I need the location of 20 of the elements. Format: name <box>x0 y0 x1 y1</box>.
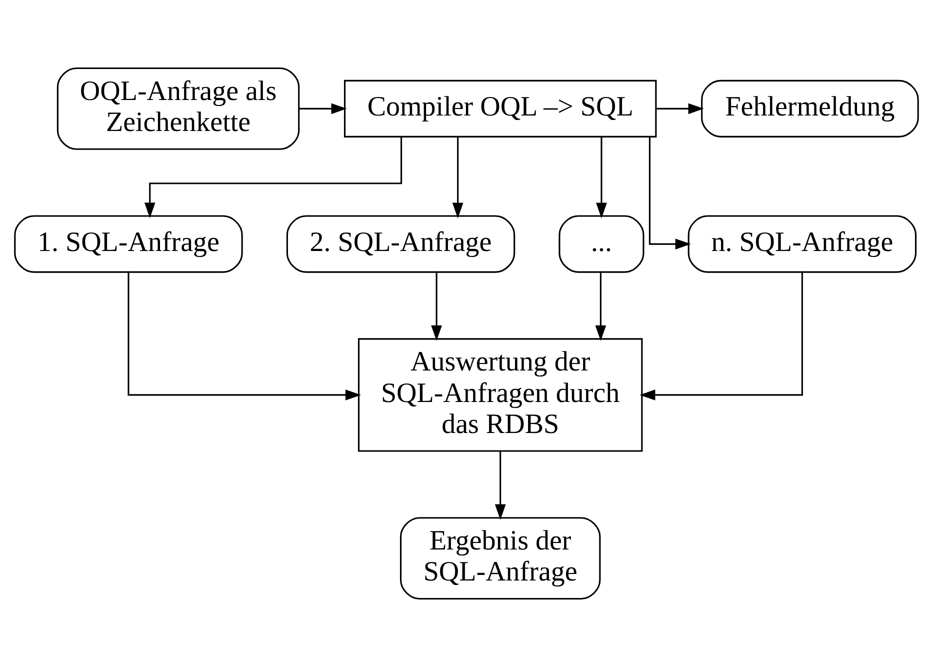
node-box: OQL-Anfrage als Zeichenkette <box>56 67 300 150</box>
node-box: Ergebnis der SQL-Anfrage <box>400 517 601 600</box>
arrow <box>299 103 347 114</box>
node-box: Compiler OQL –> SQL <box>344 80 657 138</box>
node-box: 1. SQL-Anfrage <box>14 215 243 273</box>
node-box: 2. SQL-Anfrage <box>286 215 516 273</box>
arrow <box>596 136 607 218</box>
arrow <box>595 272 606 341</box>
node-box: ... <box>558 215 644 273</box>
node-box: Auswertung der SQL-Anfragen durch das RDBS <box>358 338 643 452</box>
node-box: Fehlermeldung <box>701 80 919 138</box>
arrow <box>144 136 402 218</box>
arrow <box>648 136 691 250</box>
arrow <box>128 272 362 400</box>
arrow <box>640 272 803 400</box>
node-box: n. SQL-Anfrage <box>688 215 917 273</box>
arrow <box>452 136 464 218</box>
arrow <box>431 272 442 341</box>
arrow <box>494 451 506 520</box>
arrow <box>656 103 704 114</box>
